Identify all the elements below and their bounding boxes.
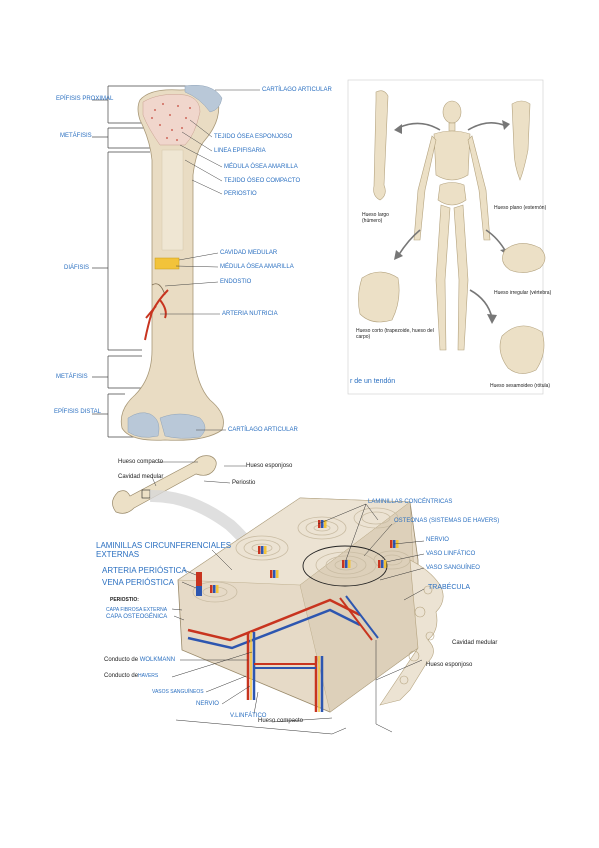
label-cartilago-articular-top: CARTÍLAGO ARTICULAR [262,87,332,93]
label-tejido-esponjoso: TEJIDO ÓSEA ESPONJOSO [214,134,293,140]
label-metafisis-proximal: METÁFISIS [60,133,92,139]
haversian-vessels [210,520,399,593]
label-tejido-compacto: TEJIDO ÓSEO COMPACTO [224,178,301,184]
label-vasos-sanguineos: VASOS SANGUÍNEOS [152,689,204,695]
label-hueso-plano: Hueso plano (esternón) [494,205,547,211]
label-arteria-periostica: ARTERIA PERIÓSTICA [102,566,187,575]
label-periostio-heading: PERIOSTIO: [110,597,139,603]
label-epifisis-proximal: EPÍFISIS PROXIMAL [56,96,114,102]
label-cavidad-medular: CAVIDAD MEDULAR [220,250,278,256]
histology-leader-lines [171,503,425,735]
label-linea-epifisaria: LINEA EPIFISARIA [214,148,266,154]
label-hueso-esponjoso-bottom: Hueso esponjoso [426,662,473,668]
label-medula-amarilla: MÉDULA ÓSEA AMARILLA [220,264,294,270]
label-arteria-nutricia: ARTERIA NUTRICIA [222,311,278,317]
inset-label-hueso-compacto: Hueso compacto [118,459,164,465]
bone-bracket-lines [92,85,195,438]
vertebra-bone [502,243,546,273]
label-conducto-wolkmann: Conducto de WOLKMANN [104,657,175,664]
sternum-bone [511,100,531,181]
label-nervio-bottom: NERVIO [196,701,219,707]
label-hueso-largo: Hueso largo (húmero) [362,212,389,224]
label-vaso-linfatico: VASO LINFÁTICO [426,551,476,557]
label-vaso-sanguineo: VASO SANGUÍNEO [426,565,480,571]
label-diafisis: DIÁFISIS [64,265,90,271]
label-metafisis-distal: METÁFISIS [56,374,88,380]
skeleton-panel [347,79,546,395]
label-vena-periostica: VENA PERIÓSTICA [102,578,175,587]
label-osteonas: OSTEONAS (SISTEMAS DE HAVERS) [394,518,500,524]
conducto-wolkmann-prefix: Conducto de [104,657,139,663]
inset-label-periostio: Periostio [232,480,256,486]
label-hueso-compacto-bottom: Hueso compacto [258,718,304,724]
label-conducto-havers: Conducto deHAVERS [104,673,158,680]
label-hueso-irregular: Hueso irregular (vértebra) [494,290,552,296]
label-cavidad-medular-bottom: Cavidad medular [452,640,498,646]
conducto-havers-prefix: Conducto de [104,673,139,679]
short-bone [358,271,400,323]
label-capa-fibrosa: CAPA FIBROSA EXTERNA [106,607,168,613]
inset-label-cavidad-medular: Cavidad medular [118,474,164,480]
compact-bone-block [177,497,444,713]
full-skeleton [413,100,491,351]
label-periostio: PERIOSTIO [224,191,257,197]
label-laminillas-circunferenciales: LAMINILLAS CIRCUNFERENCIALES EXTERNAS [96,541,232,559]
label-cartilago-articular-bottom: CARTÍLAGO ARTICULAR [228,427,298,433]
bone-leader-lines [160,89,260,431]
skeleton-caption: r de un tendón [350,378,396,385]
label-v-linfatico: V.LINFÁTICO [230,713,267,719]
patella-bone [499,325,545,374]
label-nervio-right: NERVIO [426,537,449,543]
conducto-wolkmann-name: WOLKMANN [139,657,176,663]
inset-label-hueso-esponjoso: Hueso esponjoso [246,463,293,469]
label-hueso-sesamoideo: Hueso sesamoideo (rótula) [490,383,551,389]
label-endostio: ENDOSTIO [220,279,252,285]
label-epifisis-distal: EPÍFISIS DISTAL [54,409,101,415]
conducto-havers-name: HAVERS [138,673,159,679]
label-trabecula: TRABÉCULA [428,584,471,591]
label-medula-amarilla-top: MÉDULA ÓSEA AMARILLA [224,164,298,170]
label-capa-osteogenica: CAPA OSTEOGÉNICA [106,614,168,620]
label-hueso-corto: Hueso corto (trapezoide, hueso del carpo… [356,328,434,340]
long-bone-illustration [120,85,224,441]
label-laminillas-concentricas: LAMINILLAS CONCÉNTRICAS [368,499,453,505]
humerus-bone [373,90,389,201]
